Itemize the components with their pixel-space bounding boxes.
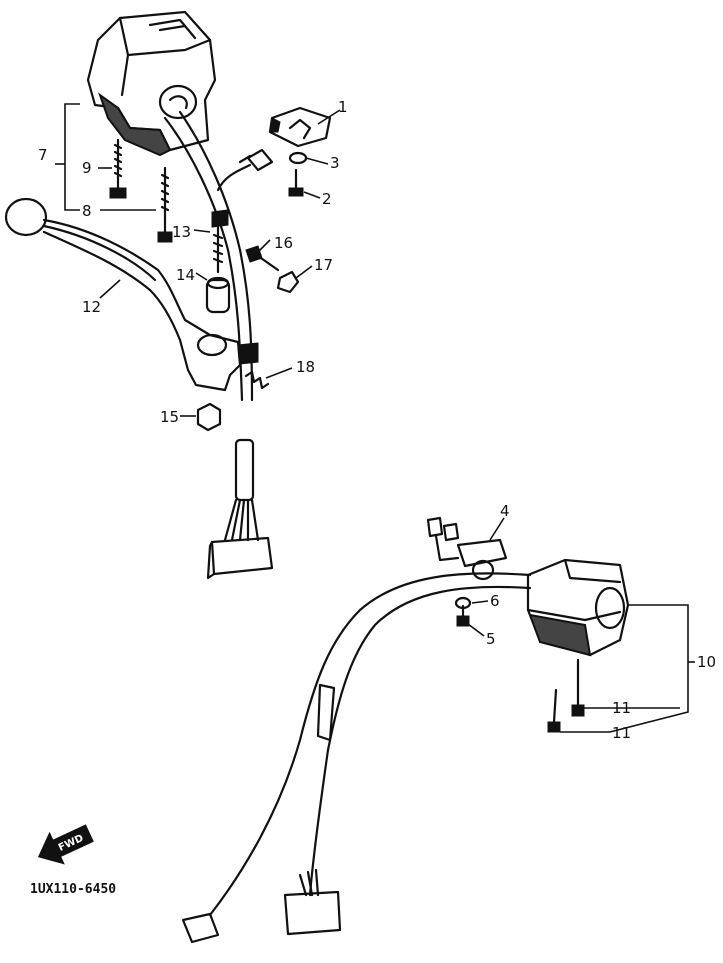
callout-9: 9 xyxy=(82,159,92,177)
nut-15 xyxy=(196,402,222,432)
nut-17 xyxy=(276,270,300,294)
callout-2: 2 xyxy=(322,190,332,208)
callout-11-lower: 11 xyxy=(612,724,631,742)
callout-3: 3 xyxy=(330,154,340,172)
switch-wire-connectors xyxy=(216,148,274,192)
right-wire-harness xyxy=(181,572,532,944)
callout-4: 4 xyxy=(500,502,510,520)
screw-11-lower xyxy=(547,688,561,733)
right-handlebar-switch-housing xyxy=(526,558,630,657)
callout-5: 5 xyxy=(486,630,496,648)
drawing-code: 1UX110-6450 xyxy=(30,882,116,897)
clutch-lever-12 xyxy=(4,197,259,392)
callout-11-upper: 11 xyxy=(612,699,631,717)
screw-2 xyxy=(288,168,304,197)
clutch-switch-1 xyxy=(268,106,332,148)
bolt-16 xyxy=(245,245,280,272)
forward-direction-arrow: FWD xyxy=(37,824,94,865)
collar-14 xyxy=(205,276,231,314)
bolt-13 xyxy=(211,209,229,274)
callout-10: 10 xyxy=(697,653,716,671)
callout-14: 14 xyxy=(176,266,195,284)
callout-1: 1 xyxy=(338,98,348,116)
callout-16: 16 xyxy=(274,234,293,252)
screw-11-upper xyxy=(571,658,585,717)
screw-8 xyxy=(157,166,173,243)
front-brake-switch-4 xyxy=(426,516,508,581)
leader-lines xyxy=(55,103,695,733)
callout-7: 7 xyxy=(38,146,48,164)
left-handlebar-switch-housing xyxy=(86,10,217,157)
callout-8: 8 xyxy=(82,202,92,220)
callout-6: 6 xyxy=(490,592,500,610)
screw-9 xyxy=(109,138,127,199)
spring-18 xyxy=(244,370,270,390)
callout-12: 12 xyxy=(82,298,101,316)
callout-17: 17 xyxy=(314,256,333,274)
callout-13: 13 xyxy=(172,223,191,241)
callout-15: 15 xyxy=(160,408,179,426)
washer-3 xyxy=(288,151,308,165)
screw-5 xyxy=(456,604,470,627)
callout-18: 18 xyxy=(296,358,315,376)
